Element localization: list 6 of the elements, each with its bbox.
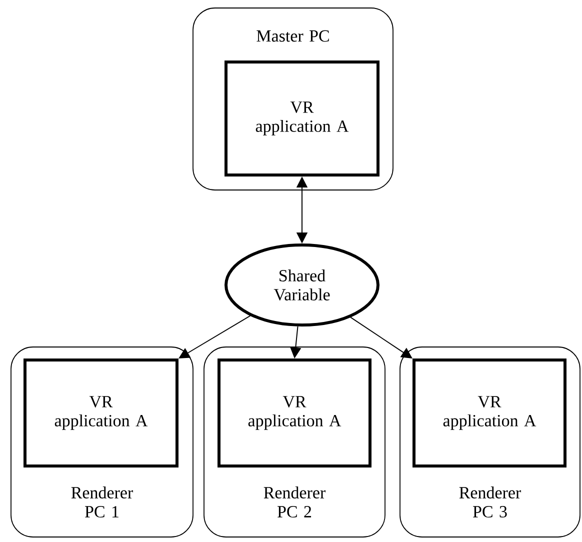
application-box: VR application A [218, 358, 372, 468]
application-box: VR application A [224, 60, 380, 176]
arrow [350, 316, 412, 358]
application-box: VR application A [24, 358, 178, 468]
application-box: VR application A [412, 358, 566, 468]
arrow [178, 315, 251, 358]
